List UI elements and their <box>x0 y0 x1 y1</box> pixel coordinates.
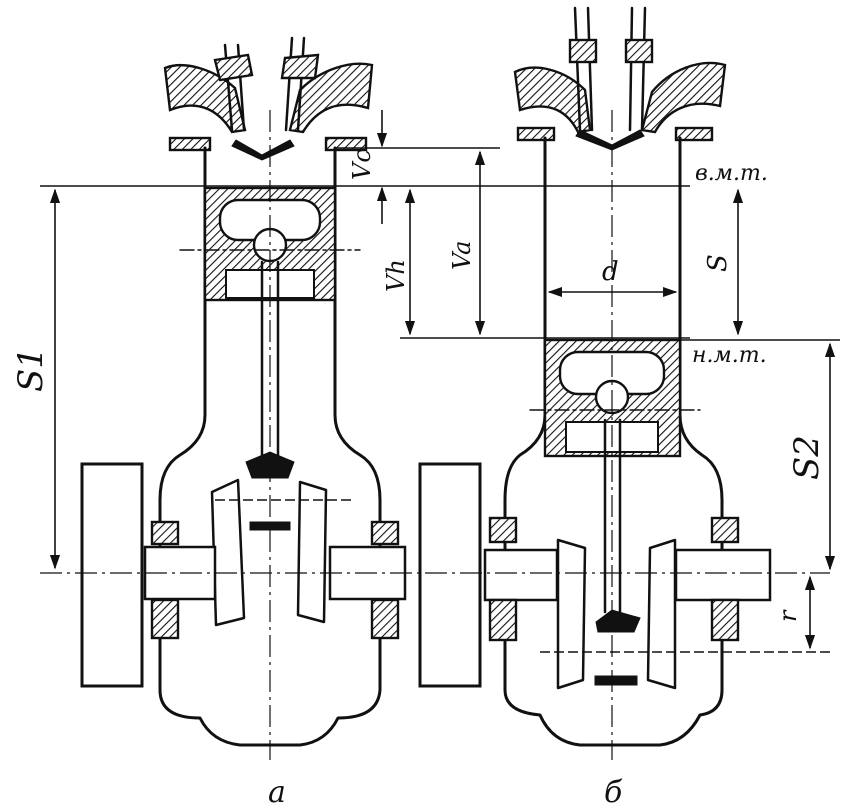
right-exhaust-port <box>640 61 727 134</box>
engine-right <box>418 6 772 760</box>
right-bearing-br <box>710 598 740 642</box>
left-head-flange-l <box>168 136 212 152</box>
right-flywheel <box>418 462 482 688</box>
right-intake-port <box>513 66 592 134</box>
right-valve-guide-a <box>568 38 598 64</box>
vh-label: Vh <box>382 259 410 292</box>
r-label: r <box>774 609 802 622</box>
tdc-label: в.м.т. <box>695 161 768 186</box>
vc-label: Vc <box>348 149 376 180</box>
left-crank-web-r <box>296 480 328 624</box>
left-crank-web-l <box>210 478 246 627</box>
right-shaft-l <box>483 548 559 602</box>
right-crank-web-r <box>646 538 677 690</box>
left-flywheel <box>80 462 144 688</box>
right-head-flange-l <box>516 126 556 142</box>
right-valve-guide-b <box>624 38 654 64</box>
right-valve-stems <box>573 6 647 132</box>
right-connecting-rod <box>603 418 622 614</box>
left-exhaust-port <box>288 62 374 134</box>
right-bearing-tr <box>710 516 740 544</box>
left-valve-stems <box>223 36 306 132</box>
left-bearing-tl <box>150 520 180 546</box>
left-connecting-rod <box>260 260 280 458</box>
right-valve-heads <box>575 129 645 151</box>
bdc-label: н.м.т. <box>692 343 767 368</box>
right-shaft-r <box>674 548 772 602</box>
d-label: d <box>602 257 619 287</box>
right-bearing-bl <box>488 598 518 642</box>
left-bearing-tr <box>370 520 400 546</box>
left-bearing-br <box>370 598 400 640</box>
right-crank-web-l <box>556 538 587 690</box>
s1-label: S1 <box>11 347 51 392</box>
right-rod-big-end <box>595 609 641 633</box>
engine-left <box>80 36 407 760</box>
dimension-lines <box>40 110 840 653</box>
caption-right: б <box>604 775 623 808</box>
s-label: S <box>703 254 733 272</box>
va-label: Va <box>448 241 476 270</box>
right-engine-block <box>503 136 724 747</box>
right-head-flange-r <box>674 126 714 142</box>
right-bearing-tl <box>488 516 518 544</box>
s2-label: S2 <box>787 435 827 480</box>
left-valve-heads <box>231 139 295 161</box>
left-bearing-bl <box>150 598 180 640</box>
labels: в.м.т. н.м.т. Vc Vh Va S S1 S2 d r а б <box>11 149 827 810</box>
left-valve-guide-a <box>213 53 254 82</box>
left-valve-guide-b <box>280 53 320 80</box>
right-crankpin <box>594 675 638 686</box>
caption-left: а <box>268 775 286 808</box>
left-intake-port <box>163 64 247 134</box>
